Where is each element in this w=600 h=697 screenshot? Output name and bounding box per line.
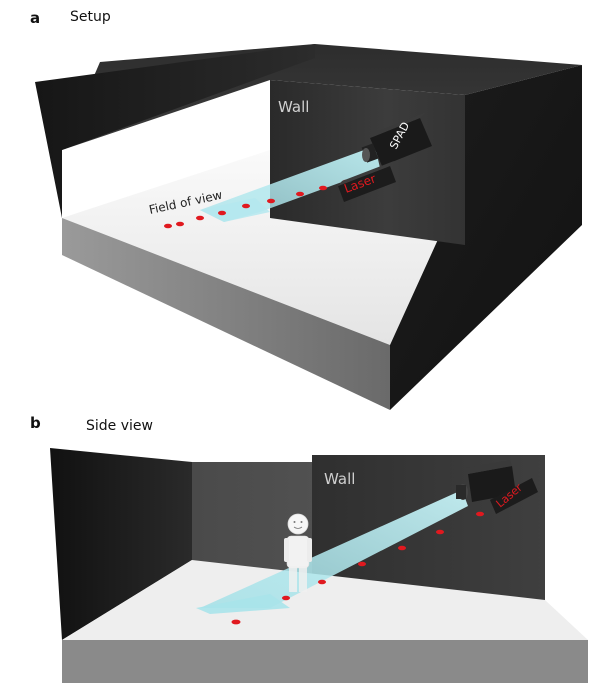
side-floor	[62, 560, 588, 640]
fov-floor-patch	[200, 198, 270, 222]
panel-b-title: Side view	[86, 418, 153, 434]
panel-a-scene: Wall Field of view SPAD	[35, 44, 582, 410]
laser-dot	[476, 511, 484, 517]
laser-dot	[218, 210, 226, 216]
side-fov-beam	[200, 490, 468, 608]
laser-dot	[242, 203, 250, 209]
laser-dot	[267, 198, 275, 204]
laser-dot	[398, 545, 406, 551]
room-left-wall	[35, 44, 315, 218]
spad-camera: SPAD	[361, 112, 432, 166]
panel-b-scene: Wall	[50, 448, 588, 683]
laser-dot	[196, 215, 204, 221]
laser-dot	[231, 619, 241, 625]
side-left-wall	[50, 448, 192, 640]
floor-front-edge	[62, 218, 390, 410]
side-floor-front	[62, 640, 588, 683]
laser-dot	[282, 595, 290, 601]
laser-dot	[164, 223, 172, 229]
laser-dot	[319, 185, 327, 191]
wall-label: Wall	[278, 98, 309, 116]
laser-dot	[318, 579, 326, 585]
room-right-wall	[390, 65, 582, 410]
laser-device: Laser	[338, 161, 396, 202]
panel-a-letter: a	[30, 9, 41, 27]
laser-dot	[436, 529, 444, 535]
side-wall-label: Wall	[324, 470, 355, 488]
laser-dot	[358, 561, 366, 567]
laser-dot	[176, 221, 184, 227]
laser-dots-b	[231, 511, 484, 625]
panel-a-title: Setup	[70, 9, 111, 25]
panel-b-letter: b	[30, 414, 41, 432]
laser-dot	[296, 191, 304, 197]
person-figure	[284, 513, 312, 592]
side-fov-floor-patch	[196, 594, 290, 614]
